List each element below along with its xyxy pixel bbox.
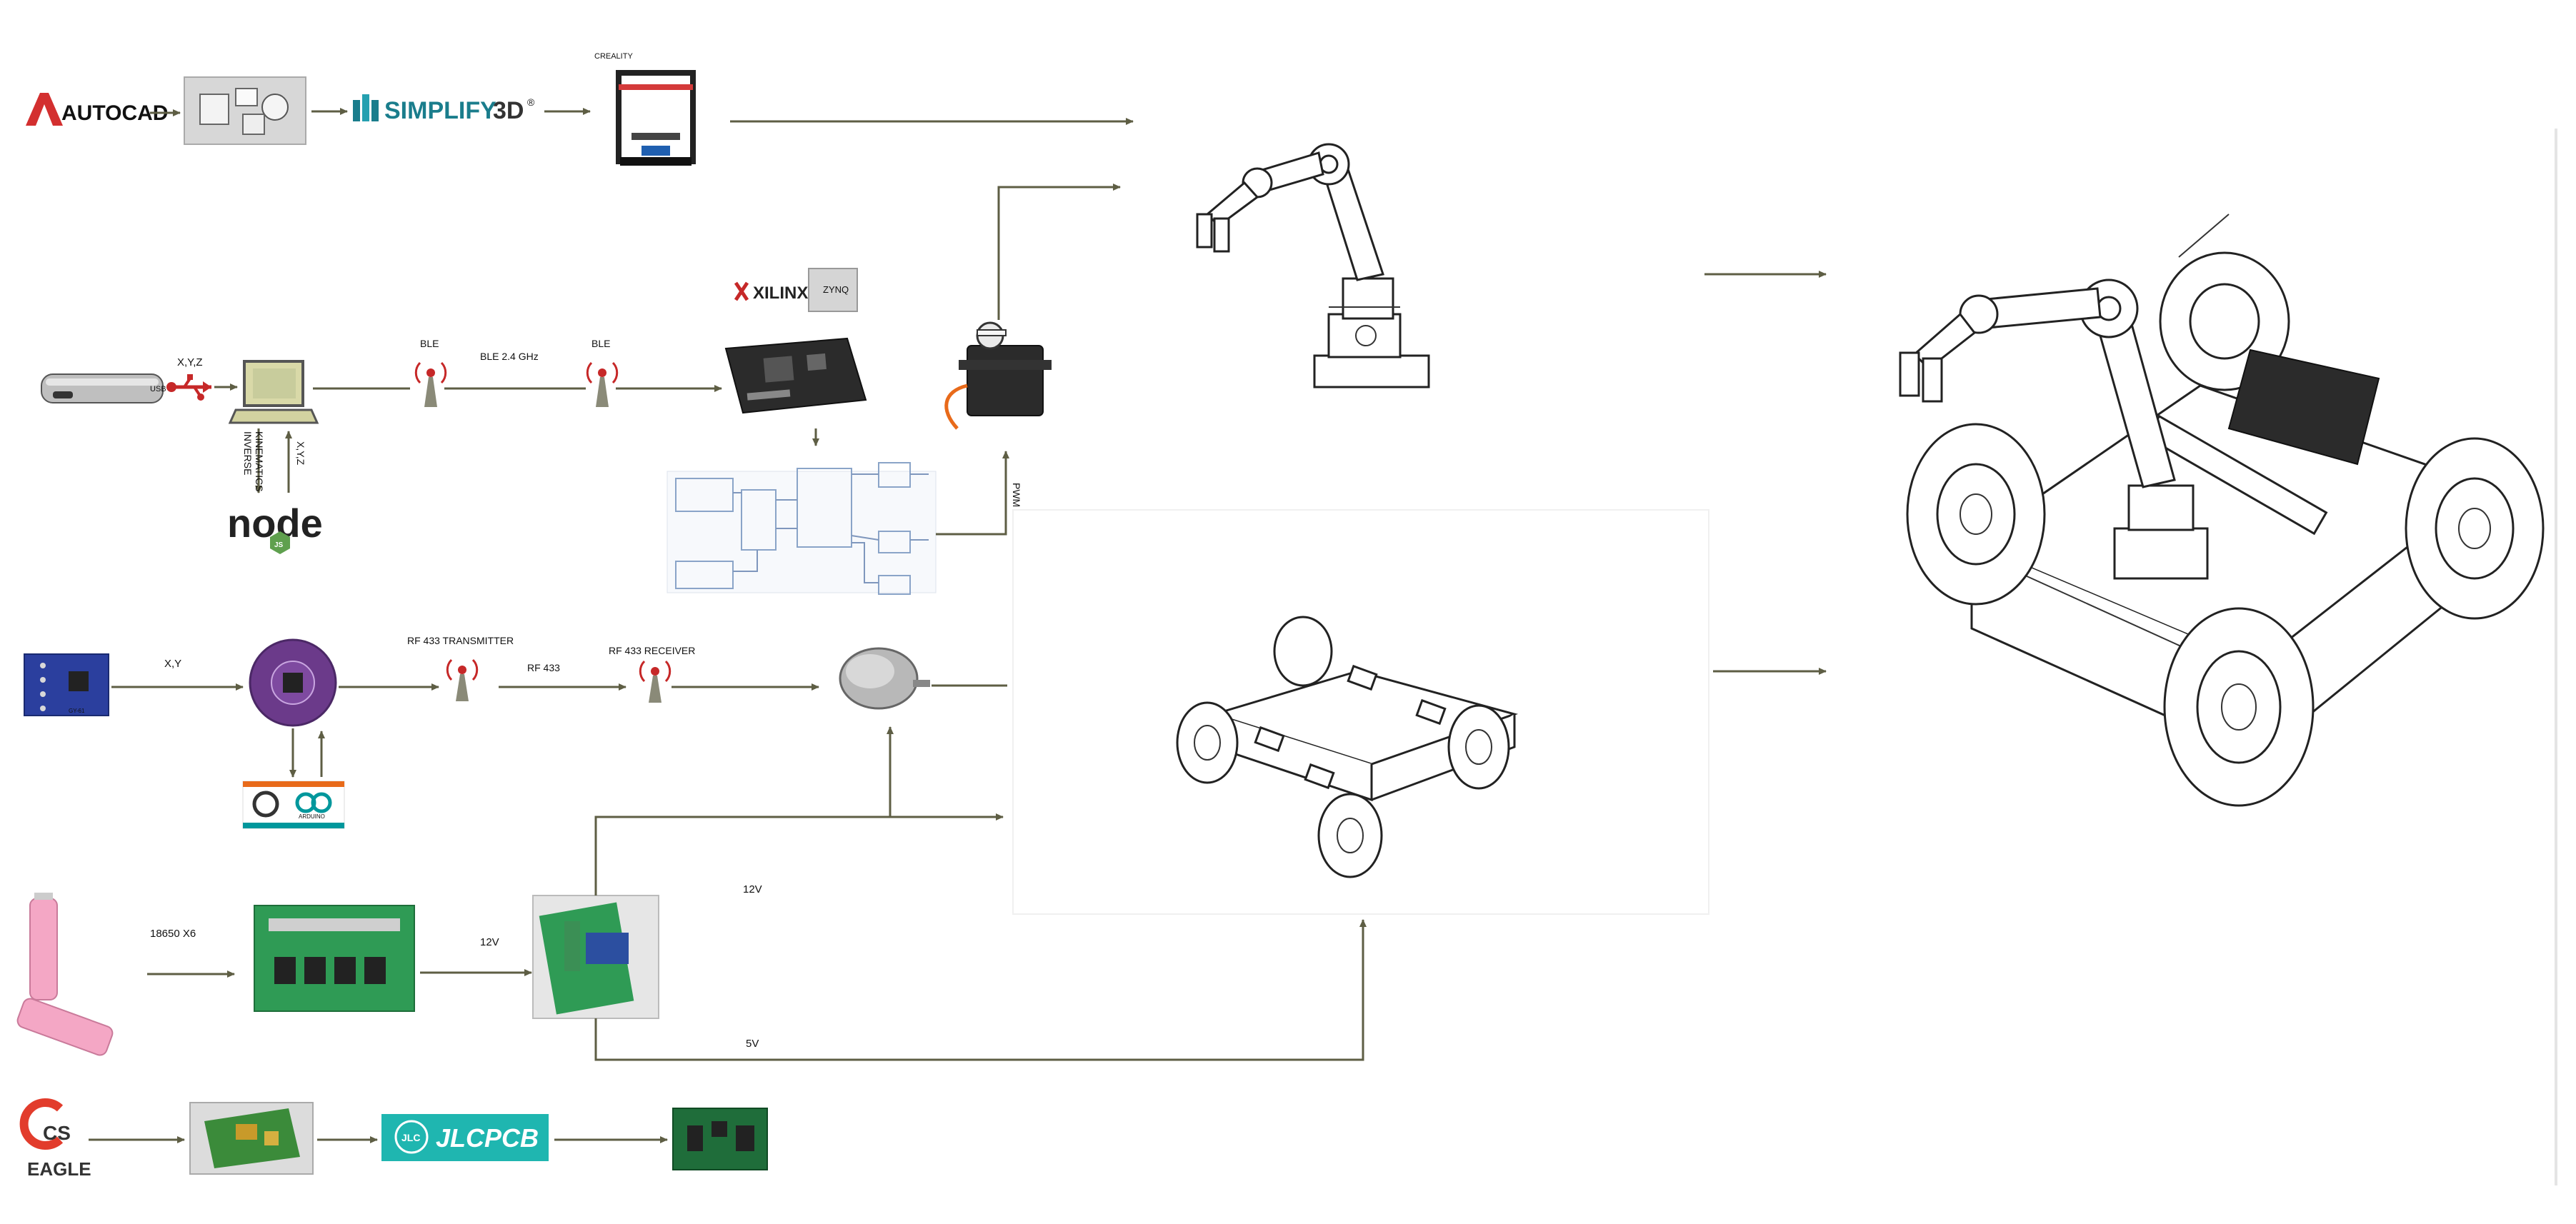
xyz-label-camera: X,Y,Z: [177, 356, 203, 368]
printed-parts-photo: [184, 76, 306, 145]
zynq-label: ZYNQ: [823, 284, 849, 295]
antenna-icon-1: [414, 361, 447, 407]
nodejs-hex-icon: [270, 531, 290, 554]
robot-fpga-board: [2227, 348, 2380, 466]
arrow-converter-to-chassis-5v: [594, 919, 1367, 1061]
rover-chassis-sketch: [1176, 616, 1519, 878]
ble-antenna-2: BLE: [586, 338, 619, 407]
zynq-chip: [808, 268, 858, 312]
chassis-frame: [1012, 509, 1709, 915]
arduino-label: ARDUINO: [299, 813, 325, 820]
v12-label-motor: 12V: [743, 883, 762, 896]
jlcpcb-label: JLCPCB: [436, 1123, 539, 1153]
accelerometer-module: GY-61: [24, 653, 109, 716]
kinematics-label: KINEMATICS: [254, 431, 265, 492]
dc-motor: [839, 647, 930, 710]
cs-label: CS: [43, 1122, 71, 1144]
ble-24ghz-label: BLE 2.4 GHz: [480, 351, 539, 362]
rf-tx-label: RF 433 TRANSMITTER: [407, 635, 514, 646]
autocad-icon: [26, 93, 63, 126]
antenna-icon-2: [586, 361, 619, 407]
arrow-servo-to-arm: [997, 184, 1121, 320]
eagle-logo: CS EAGLE: [19, 1098, 91, 1180]
usb-icon: [166, 374, 211, 401]
xilinx-label: XILINX.: [753, 284, 813, 303]
block-design-schematic: [667, 462, 937, 595]
eagle-label: EAGLE: [27, 1158, 91, 1180]
ble-label-1: BLE: [420, 338, 439, 349]
inverse-label: INVERSE: [242, 431, 254, 475]
jlc-badge-icon: [394, 1120, 429, 1154]
rf-transmitter: RF 433 TRANSMITTER: [407, 635, 514, 701]
autocad-logo: AUTOCAD: [26, 93, 168, 126]
battery-cells: [16, 893, 114, 1056]
simplify3d-icon: [353, 94, 379, 121]
manufactured-pcb: [672, 1108, 768, 1170]
servo-motor: [944, 321, 1052, 430]
arrow-pwm-to-servo: [936, 451, 1009, 536]
usb-text: USB: [150, 385, 166, 393]
ble-label-2: BLE: [591, 338, 610, 349]
buck-converter: [532, 895, 659, 1019]
registered-mark: ®: [527, 96, 535, 108]
xyz-label-feedback: X,Y,Z: [295, 441, 306, 466]
xilinx-icon: [734, 281, 749, 301]
rf-receiver: RF 433 RECEIVER: [609, 645, 695, 703]
antenna-icon-4: [639, 660, 672, 703]
simplify-3d-label: 3D: [493, 97, 524, 124]
arduino-ide-logo: ARDUINO: [242, 781, 345, 829]
jlc-badge-label: JLC: [401, 1132, 420, 1143]
xy-label: X,Y: [164, 658, 181, 670]
rf-433-label: RF 433: [527, 662, 560, 673]
arrow-converter-to-chassis-12v: [594, 813, 1004, 896]
pcb-render: [189, 1102, 314, 1175]
sensor-tag: GY-61: [69, 708, 85, 714]
cells-label: 18650 X6: [150, 928, 196, 940]
simplify3d-logo: SIMPLIFY 3D ®: [353, 94, 535, 124]
simplify-label: SIMPLIFY: [384, 97, 496, 124]
mobile-manipulator-sketch: [1899, 214, 2545, 807]
antenna-icon-3: [446, 658, 479, 701]
eagle-icon: [19, 1098, 64, 1150]
bms-board: [254, 905, 415, 1012]
pwm-label: PWM: [1011, 483, 1022, 507]
v5-label: 5V: [746, 1038, 759, 1050]
depth-camera: USB: [41, 373, 166, 403]
3d-printer: CREALITY: [594, 52, 696, 166]
nodejs-logo: node JS: [227, 501, 323, 554]
ble-antenna-1: BLE: [414, 338, 447, 407]
lilypad-board: [249, 638, 337, 727]
c-icon: [252, 791, 279, 818]
jlcpcb-logo: JLC JLCPCB: [381, 1114, 549, 1161]
robotic-arm-sketch: [1196, 143, 1430, 388]
computer-icon: [228, 360, 319, 424]
node-js-label: JS: [274, 541, 284, 549]
v12-label-bms: 12V: [480, 936, 499, 948]
fpga-board: [724, 337, 867, 414]
creality-label: CREALITY: [594, 52, 633, 61]
xilinx-logo: XILINX. ZYNQ: [734, 268, 858, 312]
rf-rx-label: RF 433 RECEIVER: [609, 645, 695, 656]
